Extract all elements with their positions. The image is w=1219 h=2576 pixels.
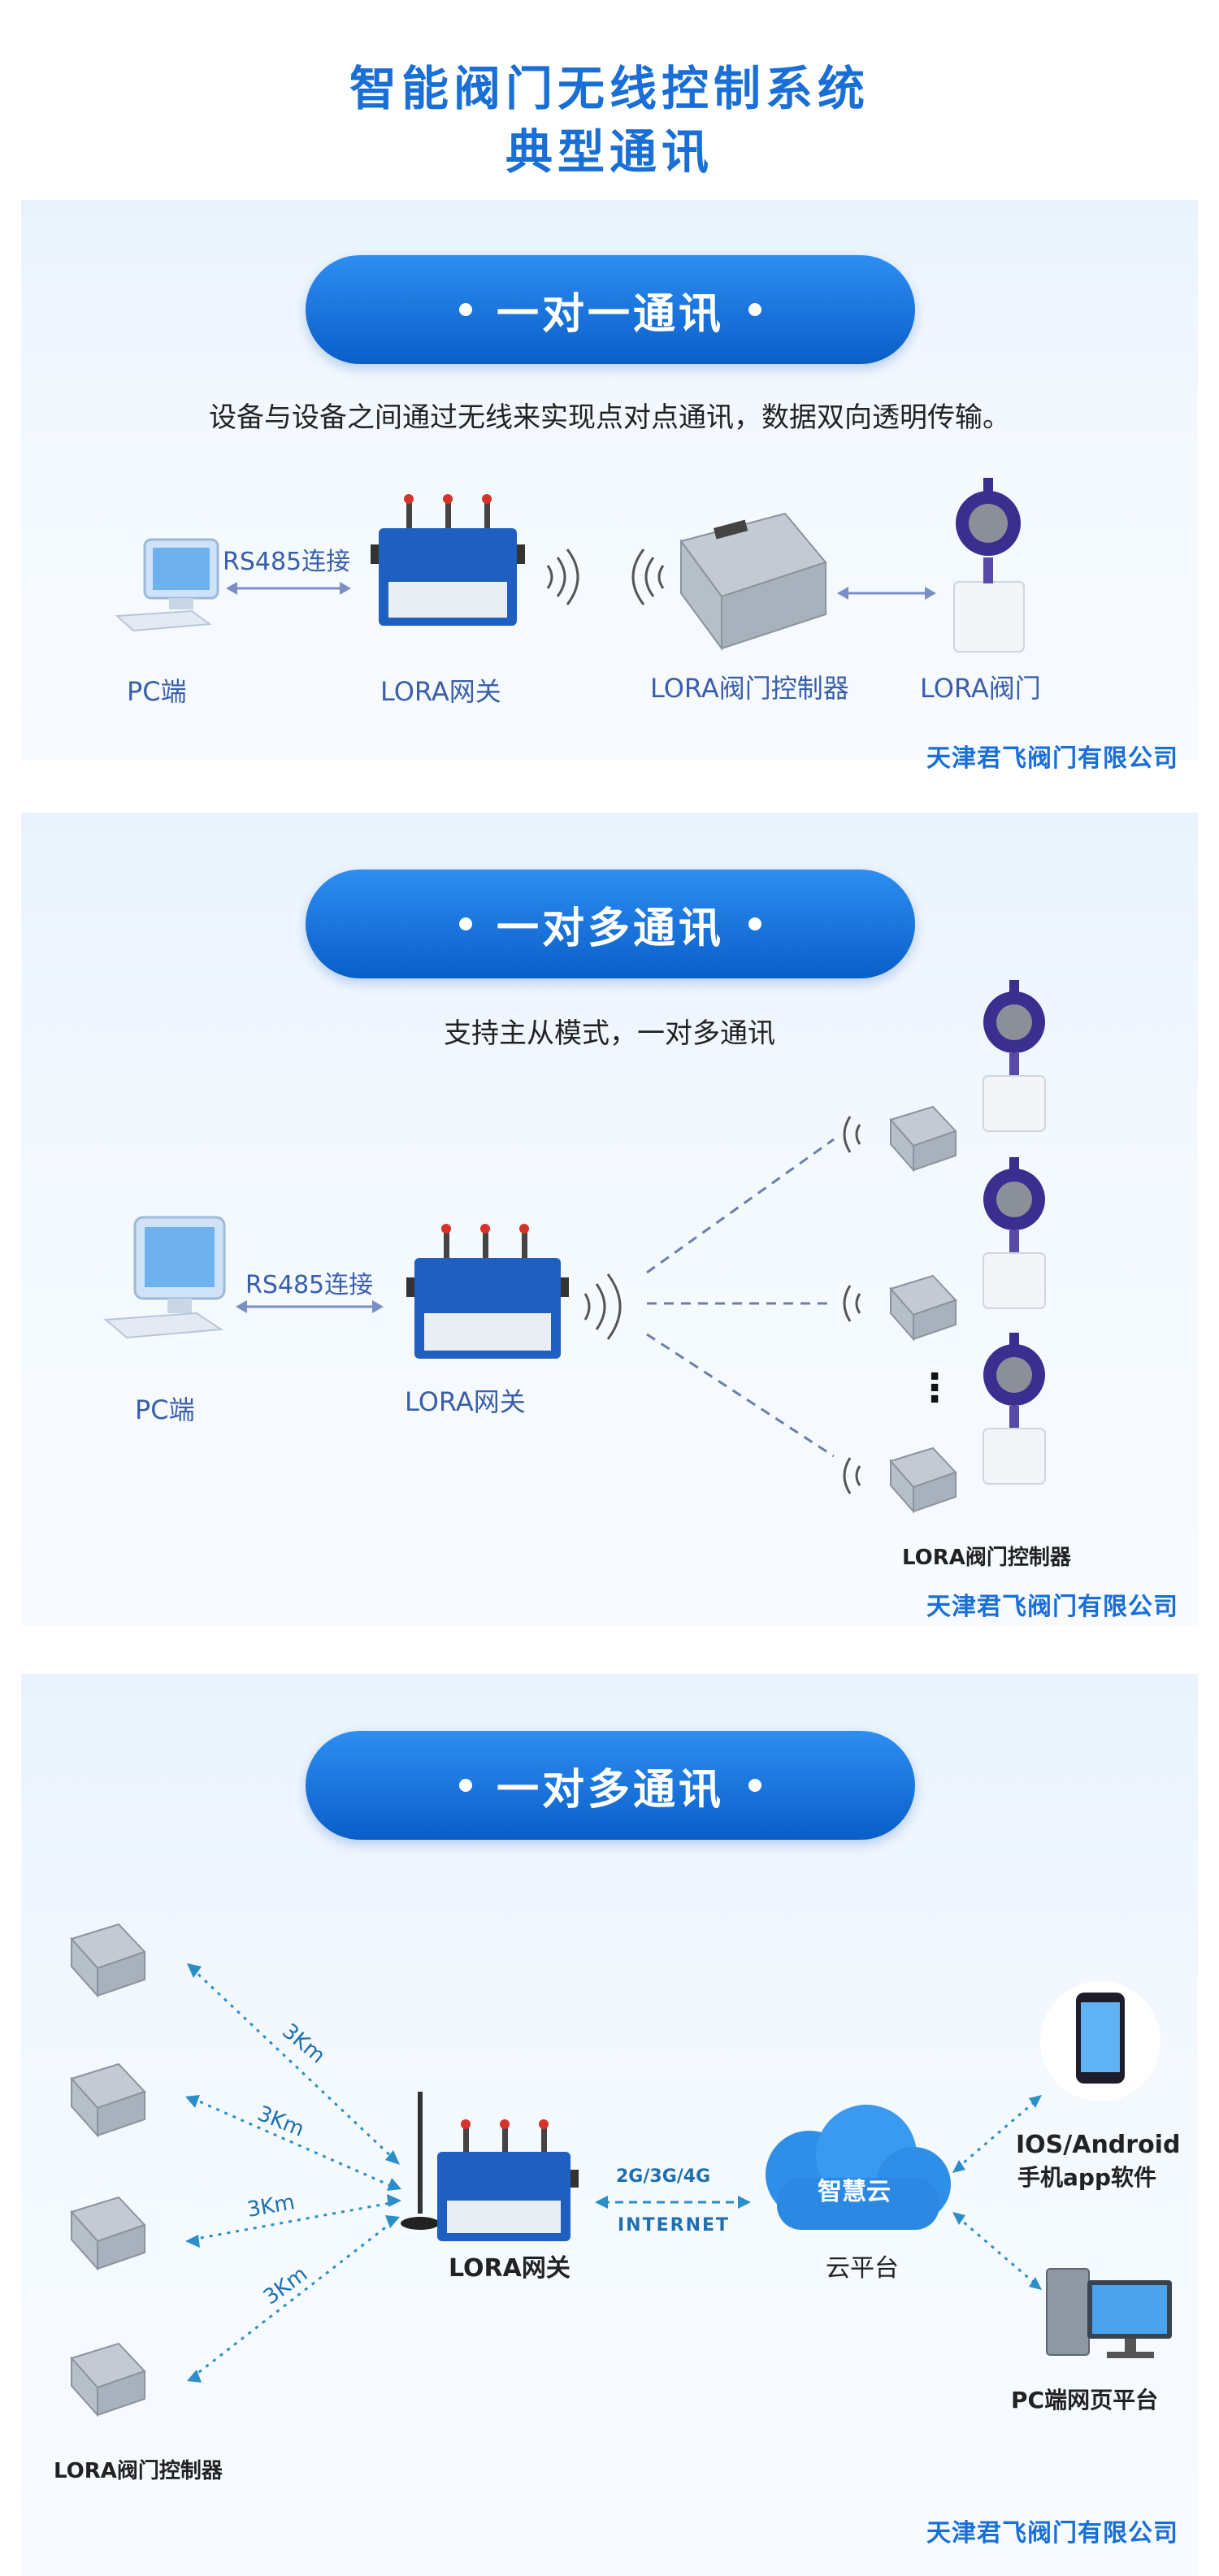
lora-gateway-icon <box>406 1224 569 1359</box>
gateway-label: LORA网关 <box>405 1386 526 1417</box>
section-description: 支持主从模式，一对多通讯 <box>444 1017 775 1050</box>
rs485-label: RS485连接 <box>223 548 351 576</box>
section-description: 设备与设备之间通过无线来实现点对点通讯，数据双向透明传输。 <box>209 401 1010 434</box>
section-heading: 一对多通讯 <box>306 1731 915 1840</box>
bullet-dot <box>748 1779 761 1792</box>
controller-valve-3 <box>843 1333 1046 1514</box>
section-heading-text: 一对多通讯 <box>496 904 724 953</box>
diagram-one-to-one <box>115 478 1025 653</box>
diagram-cloud-network <box>70 1923 1172 2418</box>
arrow-heads <box>185 1963 401 2383</box>
app-label-line2: 手机app软件 <box>1017 2164 1156 2191</box>
pc-label: PC端 <box>127 676 187 707</box>
network-label: 2G/3G/4G <box>616 2166 711 2187</box>
controller-label: LORA阀门控制器 <box>54 2459 223 2483</box>
pc-icon <box>1046 2268 1172 2358</box>
controller-label: LORA阀门控制器 <box>650 673 849 704</box>
signal-waves-icon <box>546 549 579 605</box>
controller-label: LORA阀门控制器 <box>902 1546 1071 1570</box>
bullet-dot <box>458 917 472 930</box>
controller-valve-arrow <box>837 587 936 600</box>
rs485-arrow <box>236 1300 384 1313</box>
cloud-platform-label: 云平台 <box>826 2254 899 2283</box>
cloud-label: 智慧云 <box>818 2178 891 2206</box>
valve-label: LORA阀门 <box>920 673 1041 704</box>
lora-controller-icon <box>70 2062 146 2138</box>
app-label: IOS/Android <box>1016 2131 1181 2159</box>
lora-controller-icon <box>679 512 827 652</box>
bullet-dot <box>748 917 761 930</box>
company-name: 天津君飞阀门有限公司 <box>926 744 1178 773</box>
signal-waves-icon <box>631 549 665 605</box>
section-heading: 一对多通讯 <box>306 870 915 978</box>
section-heading: 一对一通讯 <box>306 255 915 364</box>
gateway-label: LORA网关 <box>449 2254 570 2283</box>
broadcast-lines <box>646 1138 835 1458</box>
smartphone-icon <box>1040 1981 1160 2101</box>
lora-controller-icon <box>70 1923 146 1998</box>
bullet-dot <box>748 303 761 316</box>
signal-waves-icon <box>583 1273 622 1340</box>
company-name: 天津君飞阀门有限公司 <box>926 1593 1178 1621</box>
cloud-links <box>957 2098 1038 2287</box>
lora-valve-icon <box>953 478 1025 653</box>
page-title: 智能阀门无线控制系统 <box>349 61 870 116</box>
internet-label: INTERNET <box>618 2215 731 2236</box>
diagram-one-to-many <box>103 980 1046 1514</box>
cloud-icon <box>766 2105 951 2230</box>
lora-controller-icon <box>70 2196 146 2271</box>
controller-valve-2 <box>843 1157 1046 1342</box>
controller-valve-1 <box>843 980 1046 1173</box>
arrow-heads <box>952 2095 1042 2290</box>
lora-gateway-icon <box>401 2092 579 2241</box>
section-one-to-one: 一对一通讯 设备与设备之间通过无线来实现点对点通讯，数据双向透明传输。 <box>21 200 1198 773</box>
pc-label: PC端 <box>135 1394 195 1425</box>
gateway-label: LORA网关 <box>380 676 501 707</box>
section-cloud-one-to-many: 一对多通讯 <box>21 1674 1198 2576</box>
rs485-label: RS485连接 <box>245 1271 374 1299</box>
section-heading-text: 一对多通讯 <box>496 1765 724 1815</box>
bullet-dot <box>458 1779 472 1792</box>
internet-arrow <box>595 2196 751 2209</box>
bullet-dot <box>458 303 472 316</box>
page-subtitle: 典型通讯 <box>505 124 714 180</box>
rs485-arrow <box>226 582 351 595</box>
ellipsis: ⋮ <box>915 1365 954 1411</box>
company-name: 天津君飞阀门有限公司 <box>926 2519 1178 2548</box>
pc-icon <box>115 538 219 632</box>
pc-web-label: PC端网页平台 <box>1011 2387 1159 2413</box>
section-one-to-many: 一对多通讯 支持主从模式，一对多通讯 <box>21 813 1198 1625</box>
lora-controller-icon <box>70 2342 146 2418</box>
lora-gateway-icon <box>371 494 525 626</box>
section-heading-text: 一对一通讯 <box>496 289 724 339</box>
lora-links <box>190 1967 397 2379</box>
pc-icon <box>103 1216 226 1339</box>
